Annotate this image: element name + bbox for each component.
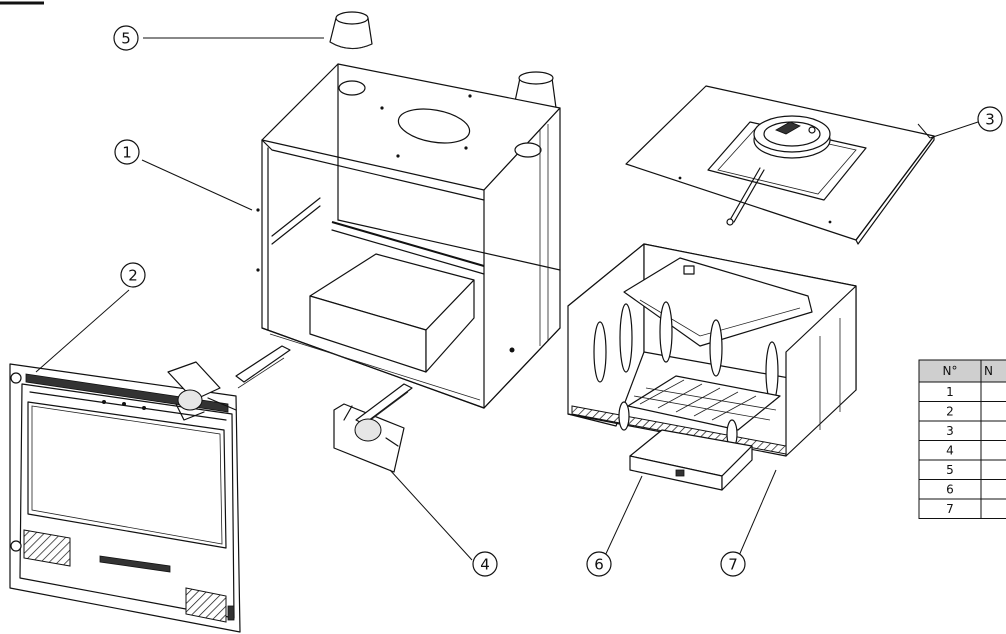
parts-table: N° N 1 2 3 4 5 6 7 bbox=[918, 359, 1006, 519]
part-5-cap bbox=[329, 11, 373, 50]
table-cell-no: 2 bbox=[946, 405, 954, 419]
callout-1: 1 bbox=[114, 139, 140, 165]
part-3-top-plate bbox=[625, 85, 935, 245]
hinge-bracket-left bbox=[167, 345, 291, 421]
part-4-hinge-bracket bbox=[333, 383, 413, 473]
callout-7-label: 7 bbox=[728, 556, 738, 574]
callout-2: 2 bbox=[120, 262, 146, 288]
callout-4: 4 bbox=[472, 551, 498, 577]
callout-7: 7 bbox=[720, 551, 746, 577]
callout-5: 5 bbox=[113, 25, 139, 51]
callout-3-label: 3 bbox=[985, 111, 995, 129]
table-header-name-label: N bbox=[984, 364, 993, 378]
callout-2-label: 2 bbox=[128, 267, 138, 285]
leader-3 bbox=[917, 123, 931, 139]
callout-6-label: 6 bbox=[594, 556, 604, 574]
part-2-door-frame bbox=[9, 363, 241, 633]
table-cell-no: 3 bbox=[946, 424, 954, 438]
leader-6 bbox=[603, 475, 643, 559]
table-cell-no: 7 bbox=[946, 502, 954, 516]
leader-4 bbox=[389, 469, 473, 561]
part-7-liner bbox=[567, 243, 857, 457]
table-cell-no: 5 bbox=[946, 463, 954, 477]
leader-7 bbox=[737, 469, 777, 559]
table-cell-no: 6 bbox=[946, 483, 954, 497]
part-1-housing bbox=[256, 63, 561, 409]
callout-6: 6 bbox=[586, 551, 612, 577]
leader-1 bbox=[141, 159, 253, 211]
callout-4-label: 4 bbox=[480, 556, 490, 574]
callout-5-label: 5 bbox=[121, 30, 131, 48]
leader-2 bbox=[35, 289, 130, 373]
callout-1-label: 1 bbox=[122, 144, 132, 162]
table-header-no-label: N° bbox=[943, 364, 958, 378]
table-cell-no: 4 bbox=[946, 444, 954, 458]
part-6-ash-drawer bbox=[629, 429, 753, 491]
callout-3: 3 bbox=[977, 106, 1003, 132]
table-cell-no: 1 bbox=[946, 385, 954, 399]
